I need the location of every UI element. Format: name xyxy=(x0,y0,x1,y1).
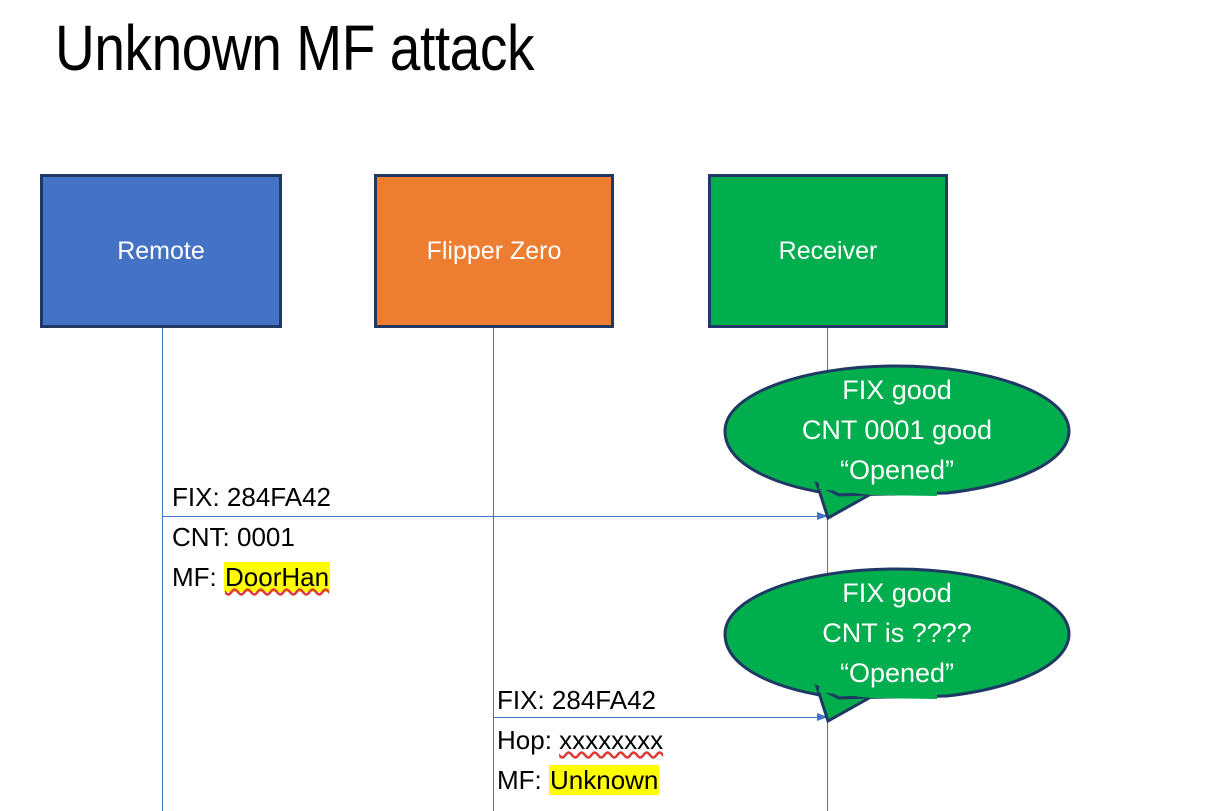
actor-box-receiver[interactable]: Receiver xyxy=(708,174,948,328)
speech-bubble-receiver-2: FIX good CNT is ???? “Opened” xyxy=(721,565,1073,725)
message-value-misspelled: xxxxxxxx xyxy=(559,725,664,755)
page-title: Unknown MF attack xyxy=(55,12,535,84)
speech-bubble-shape-icon xyxy=(723,567,1071,724)
message-line-cnt: CNT: 0001 xyxy=(172,517,331,557)
message-label-1: FIX: 284FA42 CNT: 0001 MF: DoorHan xyxy=(172,477,331,597)
actor-label-flipper-zero: Flipper Zero xyxy=(426,237,562,265)
actor-label-receiver: Receiver xyxy=(778,237,878,265)
message-line-fix: FIX: 284FA42 xyxy=(172,477,331,517)
message-prefix: MF: xyxy=(497,765,549,795)
message-arrow-remote-to-receiver xyxy=(163,511,828,520)
message-value: 284FA42 xyxy=(551,685,656,715)
message-value: 0001 xyxy=(237,522,295,552)
message-prefix: FIX: xyxy=(497,685,552,715)
actor-box-remote[interactable]: Remote xyxy=(40,174,282,328)
actor-label-remote: Remote xyxy=(117,237,205,265)
message-line-hop: Hop: xxxxxxxx xyxy=(497,720,663,760)
message-prefix: MF: xyxy=(172,562,224,592)
message-value-highlighted: Unknown xyxy=(549,765,660,795)
speech-bubble-shape-icon xyxy=(723,364,1071,521)
actor-box-flipper-zero[interactable]: Flipper Zero xyxy=(374,174,614,328)
message-line-mf: MF: Unknown xyxy=(497,760,663,800)
lifeline-flipper-zero xyxy=(493,328,494,811)
message-value-highlighted: DoorHan xyxy=(224,562,331,592)
lifeline-remote xyxy=(162,328,163,811)
message-label-2: FIX: 284FA42 Hop: xxxxxxxx MF: Unknown xyxy=(497,680,663,800)
message-line-mf: MF: DoorHan xyxy=(172,557,331,597)
message-prefix: Hop: xyxy=(497,725,560,755)
message-value: 284FA42 xyxy=(226,482,331,512)
speech-bubble-receiver-1: FIX good CNT 0001 good “Opened” xyxy=(721,362,1073,522)
message-prefix: CNT: xyxy=(172,522,237,552)
message-line-fix: FIX: 284FA42 xyxy=(497,680,663,720)
message-prefix: FIX: xyxy=(172,482,227,512)
lifeline-receiver xyxy=(827,328,828,811)
message-arrow-flipper-to-receiver xyxy=(494,712,828,721)
